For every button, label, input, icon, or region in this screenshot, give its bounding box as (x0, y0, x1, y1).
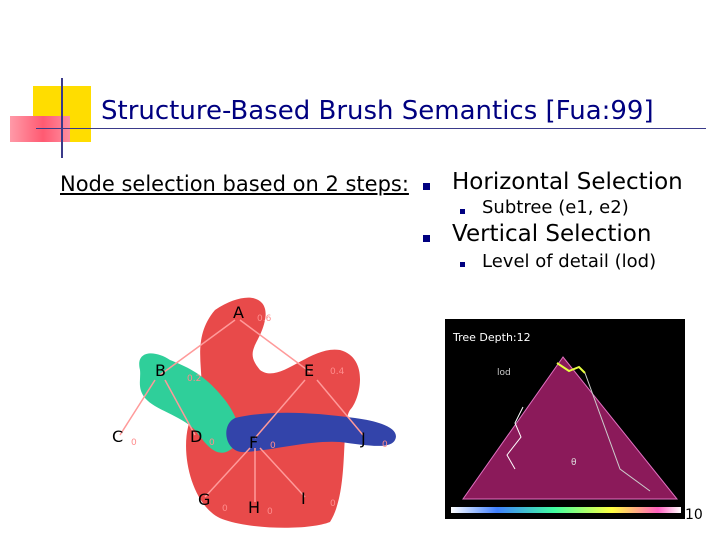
page-number: 10 (685, 507, 703, 523)
node-i: I (301, 489, 306, 508)
value-d: 0 (209, 438, 215, 448)
sub-bullet-marker (460, 209, 465, 214)
node-j: J (360, 429, 366, 448)
bullet-marker (423, 235, 430, 242)
title-underline (36, 128, 706, 129)
tree-triangle (463, 357, 677, 499)
slide-subtitle: Node selection based on 2 steps: (60, 172, 409, 196)
color-scale-bar (451, 507, 681, 513)
value-e: 0.4 (330, 367, 345, 377)
theta-label: θ (571, 458, 577, 468)
node-a: A (233, 303, 244, 322)
sub-bullet-marker (460, 262, 465, 267)
value-h: 0 (267, 507, 273, 517)
node-b: B (155, 361, 166, 380)
node-d: D (190, 427, 202, 446)
value-c: 0 (131, 438, 137, 448)
bullet-horizontal-selection: Horizontal Selection (452, 169, 683, 195)
node-f: F (249, 433, 258, 452)
bullet-marker (423, 183, 430, 190)
value-f: 0 (270, 441, 276, 451)
edge-b-c (120, 380, 155, 435)
value-b: 0.2 (187, 374, 201, 384)
node-c: C (112, 427, 123, 446)
decor-vertical-line (61, 78, 63, 158)
value-g: 0 (222, 504, 228, 514)
lod-visualization: Tree Depth:12 lod θ (445, 319, 685, 519)
tree-depth-label: Tree Depth:12 (452, 331, 531, 344)
bullet-vertical-selection: Vertical Selection (452, 221, 651, 247)
sub-bullet-lod: Level of detail (lod) (482, 251, 656, 272)
value-i: 0 (330, 499, 336, 509)
node-e: E (304, 361, 314, 380)
slide-title: Structure-Based Brush Semantics [Fua:99] (101, 96, 654, 126)
node-g: G (198, 490, 210, 509)
value-j: 0 (382, 440, 388, 450)
node-h: H (248, 498, 260, 517)
lod-label: lod (497, 368, 511, 378)
value-a: 0.6 (257, 314, 272, 324)
tree-brush-diagram: A B C D E F G H I J 0.6 0.2 0 0 0.4 0 0 … (95, 290, 425, 530)
sub-bullet-subtree: Subtree (e1, e2) (482, 197, 629, 218)
lod-screenshot-panel: Tree Depth:12 lod θ (445, 319, 685, 519)
